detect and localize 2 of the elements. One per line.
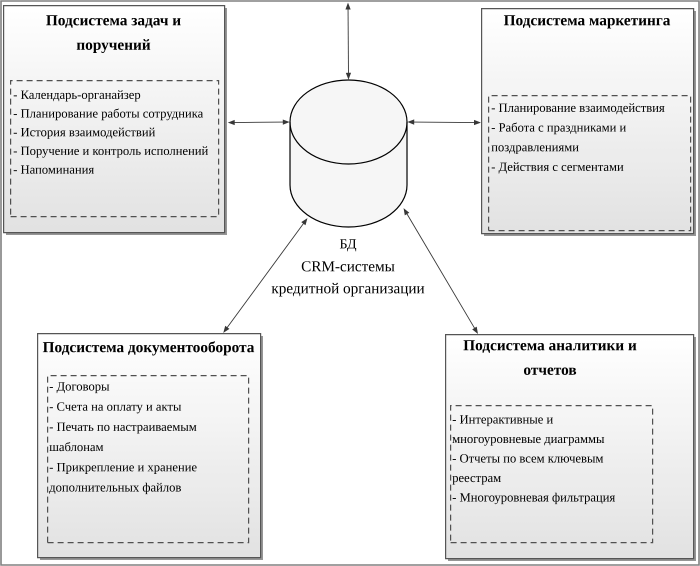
caption-text: БД [340,239,356,252]
caption-text: CRM-системы кредитной организации [272,261,424,296]
